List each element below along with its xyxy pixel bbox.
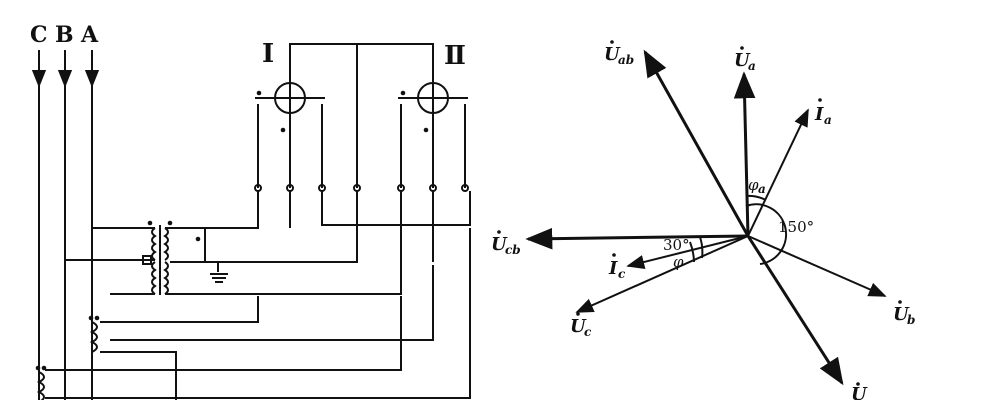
phasor-u-b (747, 235, 887, 297)
svg-text:I: I (814, 104, 824, 125)
angle-arc-150 (745, 203, 788, 265)
svg-text:c: c (618, 267, 626, 281)
angle-arc-phi-a (745, 194, 767, 201)
svg-text:a: a (824, 113, 832, 127)
phasor-i-c (626, 235, 749, 270)
svg-text:a: a (748, 59, 756, 73)
phasor-u (746, 235, 844, 386)
label-u: U (851, 382, 868, 400)
meter-label-2: Ⅱ (444, 41, 466, 71)
label-u-cb: U cb (491, 230, 521, 257)
svg-text:c: c (584, 325, 592, 339)
meter-top-link (289, 43, 434, 188)
current-transformer-c (35, 228, 471, 400)
wattmeter-2 (353, 82, 469, 192)
label-u-c: U c (570, 312, 592, 339)
label-u-a: U a (734, 46, 756, 73)
angle-label-phi-a: φ a (748, 176, 766, 196)
wattmeter-1 (254, 82, 326, 192)
meter-wiring (170, 191, 471, 263)
meter-label-1: I (262, 39, 274, 69)
label-i-c: I c (608, 253, 626, 281)
phasor-u-c (575, 235, 749, 313)
angle-label-30: 30° (663, 236, 690, 254)
svg-text:ab: ab (618, 53, 634, 67)
svg-text:φ: φ (748, 176, 759, 194)
svg-text:I: I (608, 258, 618, 279)
phasor-u-ab (643, 49, 750, 237)
angle-arc-30 (699, 236, 704, 259)
svg-text:U: U (604, 44, 621, 65)
label-i-a: I a (814, 98, 832, 127)
phase-bus-lines (31, 50, 100, 400)
wiring-diagram: C B A I Ⅱ (30, 22, 471, 400)
svg-text:a: a (758, 182, 766, 196)
svg-text:U: U (570, 316, 587, 337)
svg-text:U: U (893, 304, 910, 325)
phasor-diagram: U ab U a I a U cb I c U c (491, 40, 915, 400)
phasor-i-a (747, 108, 809, 237)
label-u-b: U b (893, 300, 915, 327)
voltage-transformer (65, 191, 402, 295)
phasor-u-cb (525, 227, 749, 250)
svg-text:U: U (734, 50, 751, 71)
current-transformer-a (88, 296, 259, 400)
phase-label-c: C (30, 22, 48, 48)
angle-label-150: 150° (778, 218, 814, 236)
phase-label-a: A (80, 22, 99, 48)
svg-text:U: U (851, 384, 868, 400)
phasor-u-a (733, 71, 756, 237)
angle-arc-phi (689, 241, 695, 263)
svg-text:U: U (491, 234, 508, 255)
phase-label-b: B (55, 22, 74, 48)
svg-text:b: b (907, 313, 915, 327)
svg-text:cb: cb (505, 243, 521, 257)
label-u-ab: U ab (604, 40, 634, 67)
angle-label-phi: φ (673, 253, 684, 271)
